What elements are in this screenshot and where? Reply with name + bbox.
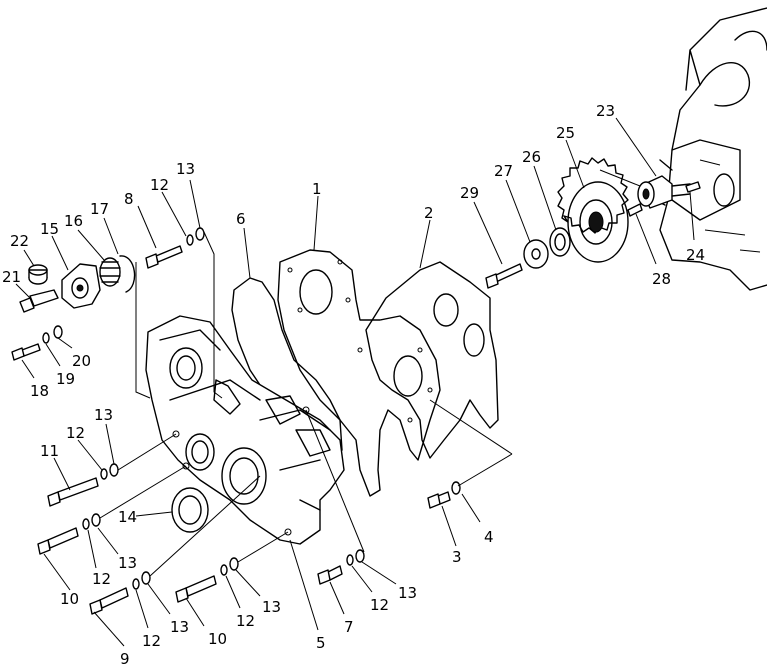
label-28: 28 [652,270,671,288]
label-7: 7 [344,618,354,636]
label-13-center: 13 [262,598,281,616]
bolt-18 [11,343,41,361]
part-number-labels: 1 2 3 4 5 6 7 8 9 10 10 11 12 12 12 12 1… [2,102,705,665]
label-13-bottom: 13 [170,618,189,636]
label-12-mid: 12 [66,424,85,442]
bolt-11 [47,463,119,507]
label-12-left: 12 [92,570,111,588]
label-11: 11 [40,442,59,460]
bolt-10-center [175,557,239,603]
label-12-right: 12 [370,596,389,614]
label-29: 29 [460,184,479,202]
label-13-left: 13 [118,554,137,572]
label-12-top: 12 [150,176,169,194]
idler-gear [557,157,629,263]
idler-bolt [485,263,523,289]
label-17: 17 [90,200,109,218]
label-21: 21 [2,268,21,286]
label-8: 8 [124,190,134,208]
drive-housing [61,263,101,309]
gasket-1 [277,249,441,497]
label-3: 3 [452,548,462,566]
label-13-top: 13 [176,160,195,178]
label-18: 18 [30,382,49,400]
label-12-center: 12 [236,612,255,630]
label-9: 9 [120,650,130,665]
label-23: 23 [596,102,615,120]
label-1: 1 [312,180,322,198]
label-12-bottom: 12 [142,632,161,650]
label-20: 20 [72,352,91,370]
bushing [549,227,571,257]
washer-20 [53,325,63,339]
label-4: 4 [484,528,494,546]
label-26: 26 [522,148,541,166]
thrust-washer [523,239,549,269]
label-13-right: 13 [398,584,417,602]
label-22: 22 [10,232,29,250]
bolt-10-left [37,513,101,555]
label-24: 24 [686,246,705,264]
label-6: 6 [236,210,246,228]
engine-block [654,7,767,291]
drive-cap [28,264,48,285]
label-10-left: 10 [60,590,79,608]
bolt-8 [145,227,205,269]
label-25: 25 [556,124,575,142]
washer-19 [42,332,50,344]
drive-fitting [19,289,59,313]
oil-seal [171,487,209,533]
label-15: 15 [40,220,59,238]
label-19: 19 [56,370,75,388]
bolt-3 [427,481,461,509]
leader-lines [99,169,641,577]
bolt-9 [89,571,151,615]
gasket-2 [365,261,499,459]
label-2: 2 [424,204,434,222]
label-14: 14 [118,508,137,526]
label-16: 16 [64,212,83,230]
idler-shaft [627,175,701,217]
label-5: 5 [316,634,326,652]
label-13-mid: 13 [94,406,113,424]
timing-gear-case [145,315,345,545]
label-10-center: 10 [208,630,227,648]
snap-ring [119,255,136,293]
label-27: 27 [494,162,513,180]
bolt-7 [317,549,365,585]
drive-gear [99,257,121,287]
